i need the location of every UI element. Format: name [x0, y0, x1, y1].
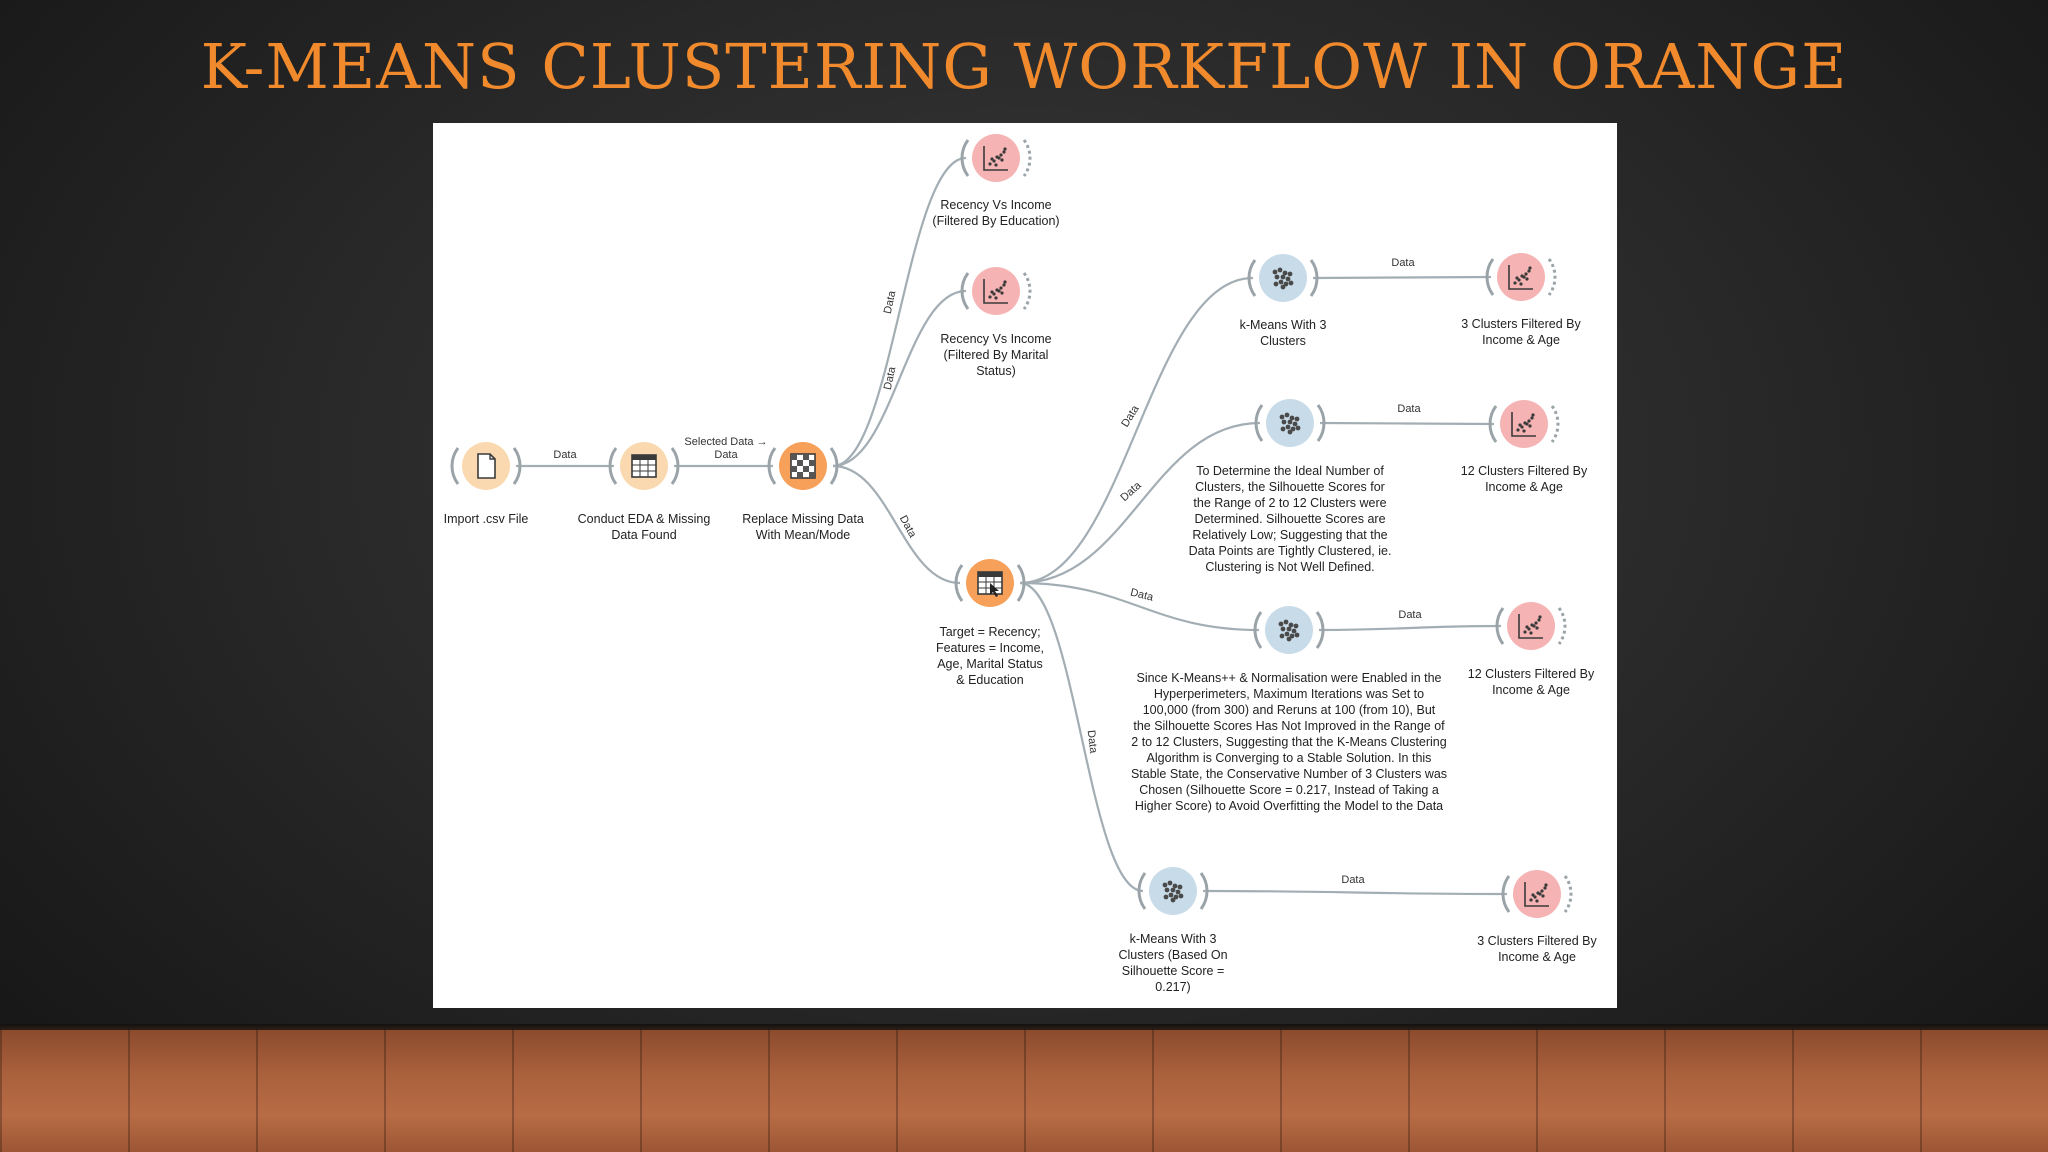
edge-label: Data [553, 449, 577, 461]
widget-caption-km3: Since K-Means++ & Normalisation were Ena… [1130, 671, 1448, 813]
widget-caption-sp3: 12 Clusters Filtered By Income & Age [1467, 667, 1595, 697]
file-icon [477, 453, 496, 479]
edge-km4-sp4[interactable] [1202, 889, 1508, 896]
edge-km2-sp2[interactable] [1319, 421, 1495, 426]
widget-sp1[interactable] [1485, 253, 1557, 301]
widget-caption-sp4: 3 Clusters Filtered By Income & Age [1477, 934, 1597, 964]
scatter-plot-icon [983, 279, 1008, 304]
widget-eda[interactable] [608, 442, 680, 490]
edge-impute-select[interactable] [832, 464, 961, 585]
edge-km1-sp1[interactable] [1312, 275, 1492, 280]
edge-label: Selected Data →Data [684, 436, 767, 461]
kmeans-icon [1162, 880, 1184, 903]
widget-caption-km2: To Determine the Ideal Number of Cluster… [1188, 464, 1392, 574]
edge-impute-scatter2[interactable] [832, 289, 967, 468]
edge-label: Data [1129, 586, 1155, 603]
scatter-plot-icon [1511, 412, 1536, 437]
kmeans-icon [1278, 619, 1300, 642]
select-columns-icon [977, 571, 1003, 597]
widget-caption-km1: k-Means With 3 Clusters [1239, 318, 1327, 348]
widget-sp2[interactable] [1488, 400, 1560, 448]
scatter-plot-icon [1508, 265, 1533, 290]
widget-caption-scatter2: Recency Vs Income (Filtered By Marital S… [940, 332, 1052, 378]
stage-floor-edge [0, 1024, 2048, 1032]
widget-caption-eda: Conduct EDA & Missing Data Found [577, 512, 711, 542]
widget-caption-select: Target = Recency; Features = Income, Age… [935, 625, 1045, 687]
scatter-plot-icon [1518, 614, 1543, 639]
edge-label: Data [882, 365, 899, 391]
widget-km4[interactable] [1137, 867, 1209, 915]
scatter-plot-icon [983, 146, 1008, 171]
edge-label: Data [1397, 403, 1421, 415]
widget-caption-sp1: 3 Clusters Filtered By Income & Age [1461, 317, 1581, 347]
edge-label: Data [1398, 609, 1422, 621]
widget-scatter2[interactable] [960, 267, 1032, 315]
slide-title: K-MEANS CLUSTERING WORKFLOW IN ORANGE [200, 30, 1848, 103]
edge-select-km3[interactable] [1019, 581, 1260, 632]
widget-caption-impute: Replace Missing Data With Mean/Mode [742, 512, 864, 542]
scatter-plot-icon [1524, 882, 1549, 907]
widget-km2[interactable] [1254, 399, 1326, 447]
widget-caption-km4: k-Means With 3 Clusters (Based On Silhou… [1118, 932, 1228, 994]
edge-label: Data [882, 289, 899, 315]
edge-impute-scatter1[interactable] [832, 156, 967, 468]
edge-label: Data [1391, 257, 1415, 269]
edge-select-km2[interactable] [1019, 421, 1261, 585]
edge-label: Data [1341, 874, 1365, 886]
widget-impute[interactable] [767, 442, 839, 490]
wooden-floor [0, 1030, 2048, 1152]
widget-km1[interactable] [1247, 254, 1319, 302]
widget-caption-scatter1: Recency Vs Income (Filtered By Education… [932, 198, 1060, 228]
kmeans-icon [1279, 412, 1301, 435]
widget-scatter1[interactable] [960, 134, 1032, 182]
widget-select[interactable] [954, 559, 1026, 607]
edge-select-km4[interactable] [1019, 581, 1144, 893]
edge-label: Data [1085, 729, 1100, 754]
kmeans-icon [1272, 267, 1294, 290]
data-table-icon [631, 454, 657, 478]
impute-icon [790, 453, 816, 479]
widget-caption-sp2: 12 Clusters Filtered By Income & Age [1460, 464, 1588, 494]
edge-km3-sp3[interactable] [1318, 624, 1502, 632]
widget-import[interactable] [450, 442, 522, 490]
widget-caption-import: Import .csv File [443, 512, 529, 526]
edge-select-km1[interactable] [1019, 276, 1254, 585]
widget-sp3[interactable] [1495, 602, 1567, 650]
widget-sp4[interactable] [1501, 870, 1573, 918]
widget-km3[interactable] [1253, 606, 1325, 654]
